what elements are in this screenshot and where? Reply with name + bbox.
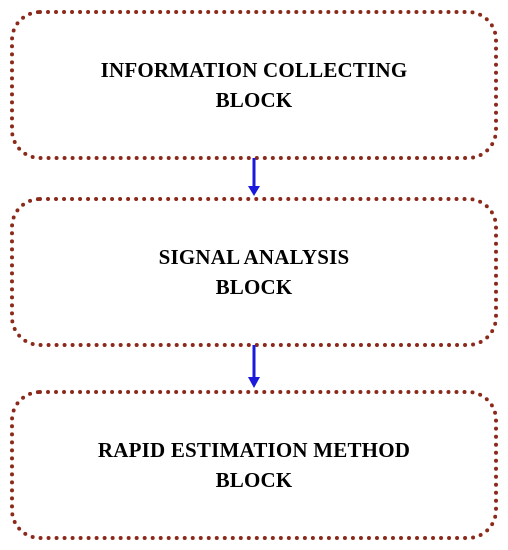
block-title-line: SIGNAL ANALYSIS: [158, 245, 350, 269]
block-title-line: INFORMATION COLLECTING: [100, 58, 408, 82]
down-arrow-icon: [248, 345, 260, 388]
block-title-line: BLOCK: [215, 88, 293, 112]
down-arrow-icon: [248, 158, 260, 196]
signal-analysis-block: SIGNAL ANALYSIS BLOCK: [10, 197, 498, 347]
rapid-estimation-method-block: RAPID ESTIMATION METHOD BLOCK: [10, 390, 498, 540]
information-collecting-block: INFORMATION COLLECTING BLOCK: [10, 10, 498, 160]
block-title-line: RAPID ESTIMATION METHOD: [97, 438, 411, 462]
block-title-line: BLOCK: [215, 468, 293, 492]
block-title-line: BLOCK: [215, 275, 293, 299]
